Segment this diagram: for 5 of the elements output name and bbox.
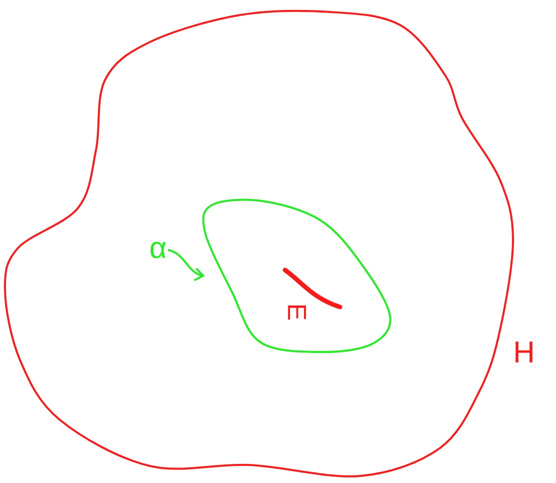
region-outline xyxy=(202,198,392,354)
node-label: H xyxy=(516,342,532,362)
arrow xyxy=(168,249,205,282)
symbol-label: α xyxy=(150,242,166,258)
labeled-segment: E xyxy=(282,268,342,320)
